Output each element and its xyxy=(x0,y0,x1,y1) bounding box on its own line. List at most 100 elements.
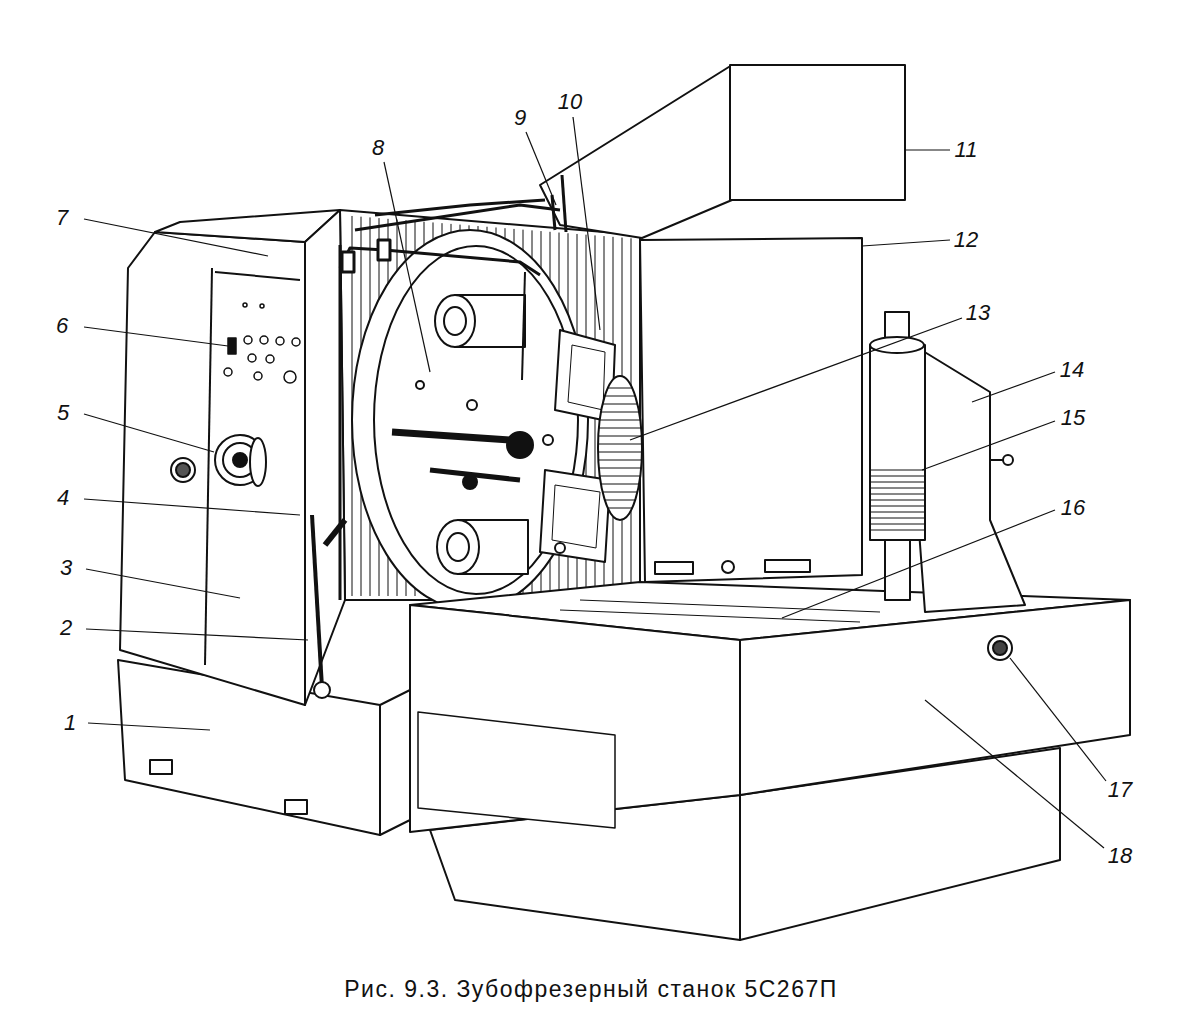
column xyxy=(215,272,300,280)
gear-teeth xyxy=(608,388,632,389)
cutter-motor xyxy=(447,533,469,561)
leader-line xyxy=(925,700,1104,848)
motor-housing xyxy=(1003,455,1013,465)
coolant-pipe xyxy=(342,252,354,272)
callout-number: 3 xyxy=(60,557,72,579)
gear-teeth xyxy=(598,460,641,461)
callout-number: 13 xyxy=(966,302,990,324)
leader-line xyxy=(782,510,1055,618)
gear-teeth xyxy=(603,492,638,493)
cutter-head xyxy=(552,485,600,548)
inspection-port xyxy=(176,463,190,477)
work-table xyxy=(410,605,740,832)
gear-teeth xyxy=(598,388,642,508)
cradle xyxy=(463,475,477,489)
motor-fins xyxy=(871,482,924,483)
overarm xyxy=(540,65,905,238)
control-panel xyxy=(260,304,264,308)
callout-number: 4 xyxy=(57,487,69,509)
callout-number: 16 xyxy=(1061,497,1085,519)
inspection-port xyxy=(171,458,195,482)
cutter-motor xyxy=(444,307,466,335)
callout-number: 8 xyxy=(372,137,384,159)
motor-fins xyxy=(871,476,924,477)
cutter-motor xyxy=(435,295,475,347)
cutter-motor xyxy=(437,520,479,574)
motor-housing xyxy=(870,337,924,353)
inspection-port xyxy=(171,458,195,482)
coolant-pipe xyxy=(355,205,560,230)
work-head xyxy=(765,560,810,572)
base-bed xyxy=(150,760,172,774)
gear-teeth xyxy=(598,452,642,453)
callout-number: 2 xyxy=(60,617,72,639)
gear-teeth xyxy=(599,468,641,469)
base-bed xyxy=(285,800,307,814)
callout-number: 15 xyxy=(1061,407,1085,429)
motor-fins xyxy=(871,512,924,513)
column xyxy=(205,268,212,665)
handwheel xyxy=(215,435,266,486)
work-table xyxy=(580,600,880,612)
leader-line xyxy=(84,414,214,452)
leader-line xyxy=(1010,658,1106,781)
cutter-head xyxy=(568,345,605,410)
gear-blank xyxy=(598,376,642,520)
leader-line xyxy=(972,372,1055,402)
cradle xyxy=(507,432,533,458)
gear-teeth xyxy=(605,396,635,397)
control-panel xyxy=(254,372,262,380)
gear-teeth xyxy=(600,420,641,421)
leader-line xyxy=(84,499,300,515)
leader-line xyxy=(526,132,556,205)
column xyxy=(120,232,305,705)
gear-teeth xyxy=(600,476,641,477)
cradle xyxy=(392,432,510,440)
callout-number: 9 xyxy=(514,107,526,129)
motor-fins xyxy=(871,470,924,530)
gear-teeth xyxy=(599,428,641,429)
cutter-head xyxy=(543,435,553,445)
callout-number: 10 xyxy=(558,91,582,113)
overarm xyxy=(562,175,566,232)
cutter-motor xyxy=(435,295,528,574)
control-panel xyxy=(284,371,296,383)
machine-drawing xyxy=(118,65,1130,940)
callout-number: 7 xyxy=(56,207,68,229)
motor-fins xyxy=(871,470,924,471)
work-table xyxy=(740,600,1130,795)
control-panel xyxy=(276,337,284,345)
gear-teeth xyxy=(601,484,639,485)
gear-teeth xyxy=(605,500,635,501)
gear-teeth xyxy=(598,444,642,445)
coolant-pipe xyxy=(378,240,390,260)
leader-line xyxy=(86,569,240,598)
control-panel xyxy=(228,338,236,354)
callout-number: 1 xyxy=(64,712,76,734)
leader-line xyxy=(84,219,268,256)
cutter-head xyxy=(540,470,610,562)
control-panel xyxy=(292,338,300,346)
callout-number: 6 xyxy=(56,315,68,337)
table-port xyxy=(988,636,1012,660)
coolant-pipe xyxy=(340,200,560,600)
cutter-head xyxy=(555,543,565,553)
motor-housing xyxy=(870,312,1025,612)
motor-housing xyxy=(990,459,1003,461)
motor-fins xyxy=(871,530,924,531)
leader-line xyxy=(84,117,1106,848)
column xyxy=(120,210,345,705)
work-head xyxy=(655,562,693,574)
callout-number: 5 xyxy=(57,402,69,424)
coolant-pipe xyxy=(340,248,540,275)
motor-fins xyxy=(871,506,924,507)
control-panel xyxy=(224,303,300,383)
leader-line xyxy=(630,318,962,440)
gear-teeth xyxy=(601,412,639,413)
control-panel xyxy=(244,336,252,344)
callout-number: 18 xyxy=(1108,845,1132,867)
control-panel xyxy=(260,336,268,344)
control-panel xyxy=(224,368,232,376)
cradle xyxy=(467,400,477,410)
